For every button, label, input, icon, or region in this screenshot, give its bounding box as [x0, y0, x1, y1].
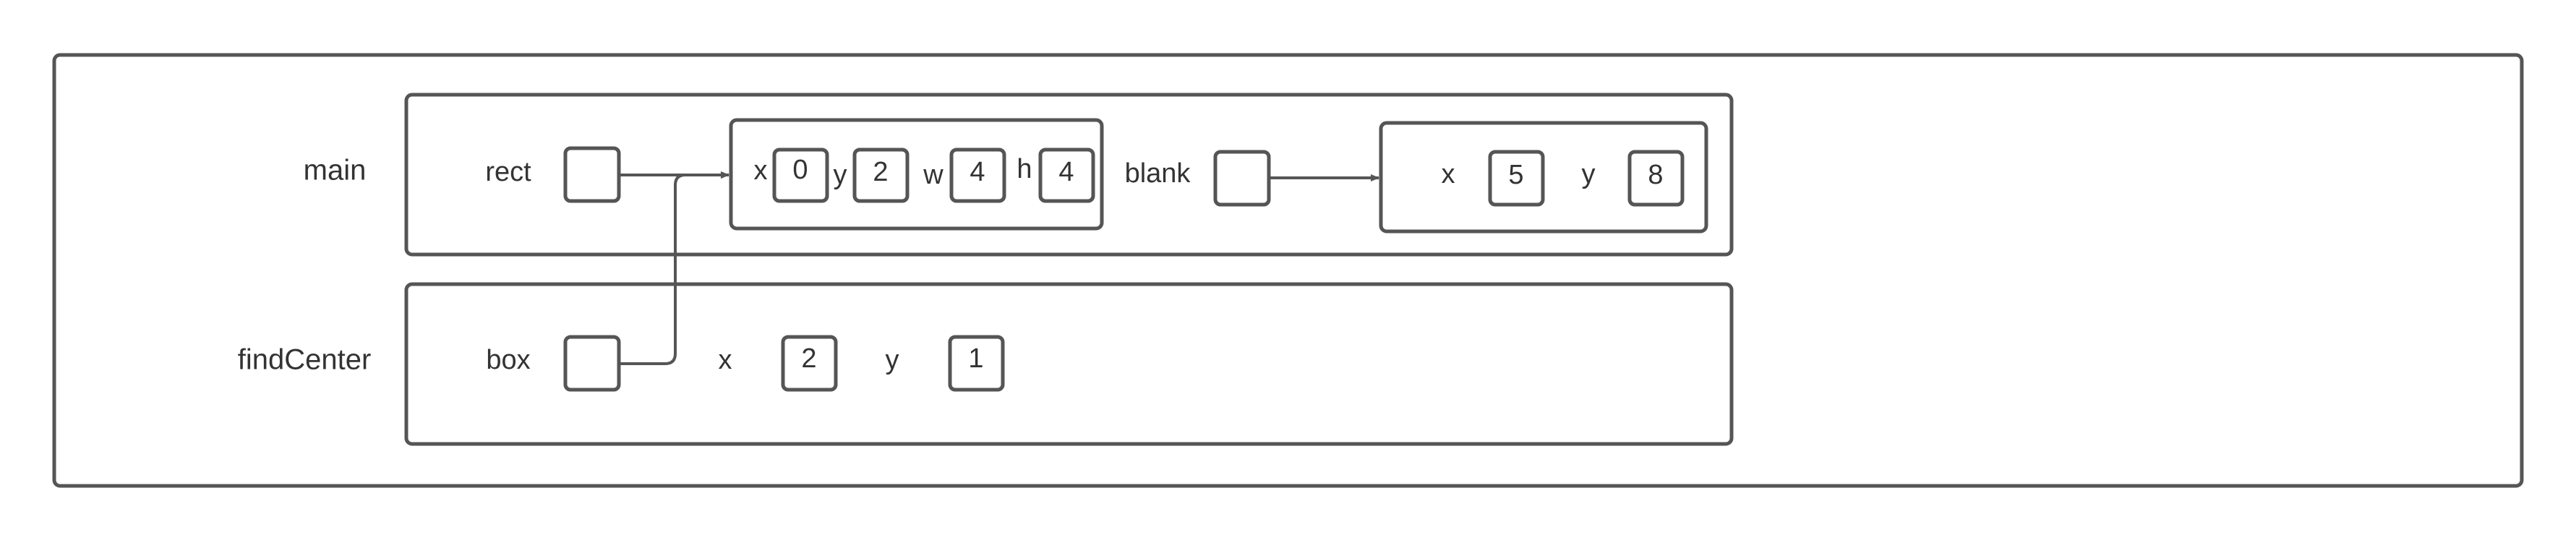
- blank-field-y-label: y: [1582, 159, 1596, 189]
- box-variable-label: box: [486, 345, 530, 375]
- findCenter-x-box: [781, 335, 838, 392]
- blank-field-y-box: [1627, 150, 1685, 207]
- rect-field-x-box: [772, 147, 829, 203]
- outer-container: [52, 53, 2524, 488]
- main-frame: [404, 93, 1734, 257]
- blank-field-x-value: 5: [1508, 160, 1523, 190]
- rect-field-y-box: [852, 147, 910, 203]
- findCenter-x-label: x: [719, 345, 732, 375]
- findCenter-frame-label: findCenter: [238, 344, 372, 376]
- rect-field-x-label: x: [754, 155, 768, 186]
- blank-reference-box: [1213, 150, 1271, 207]
- blank-object: [1379, 121, 1708, 234]
- rect-field-x-value: 0: [792, 155, 808, 185]
- main-frame-label: main: [304, 155, 367, 187]
- blank-field-x-label: x: [1442, 159, 1455, 189]
- blank-variable-label: blank: [1125, 158, 1191, 189]
- findCenter-y-label: y: [886, 345, 899, 375]
- rect-field-w-box: [949, 147, 1006, 203]
- rect-variable-label: rect: [485, 157, 531, 187]
- rect-object: [729, 118, 1104, 231]
- findCenter-frame: [404, 282, 1734, 446]
- rect-field-w-label: w: [923, 160, 943, 190]
- findCenter-y-box: [948, 335, 1005, 392]
- rect-field-w-value: 4: [970, 157, 985, 187]
- rect-field-h-value: 4: [1058, 157, 1074, 187]
- rect-field-h-label: h: [1017, 154, 1032, 184]
- rect-reference-box: [563, 146, 621, 203]
- blank-field-x-box: [1488, 150, 1545, 207]
- box-reference-box: [563, 335, 621, 392]
- findCenter-y-value: 1: [968, 343, 983, 374]
- blank-field-y-value: 8: [1648, 160, 1663, 190]
- findCenter-x-value: 2: [801, 343, 816, 374]
- box-to-rect-object-arrow: [619, 171, 729, 365]
- rect-field-y-label: y: [834, 160, 847, 190]
- rect-field-h-box: [1038, 147, 1095, 203]
- rect-field-y-value: 2: [873, 157, 888, 187]
